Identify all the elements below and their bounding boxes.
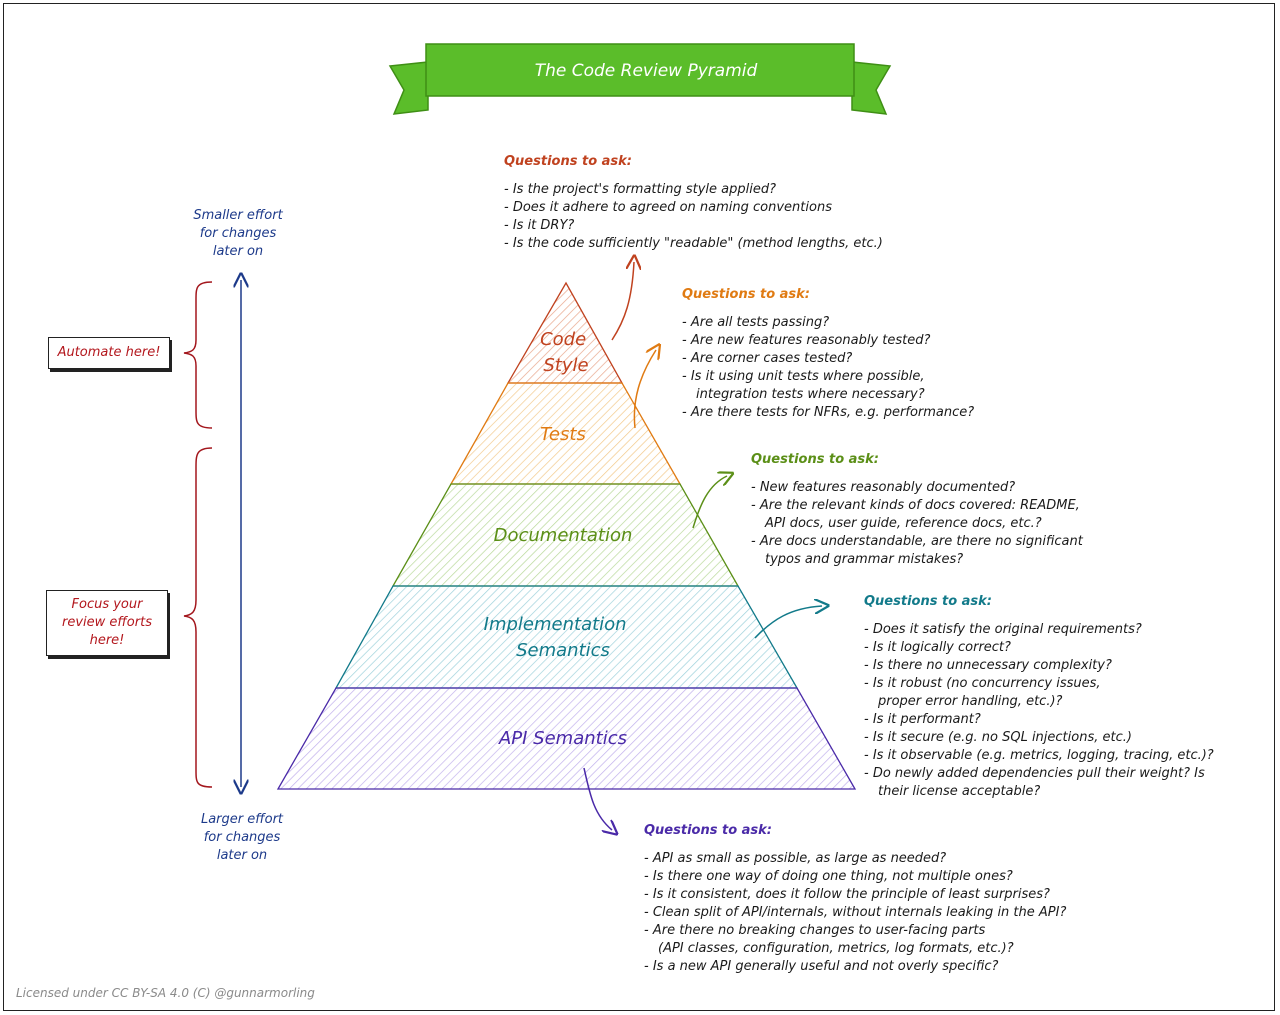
layer-label-code-style: Code Style: [540, 329, 592, 376]
question-item: Clean split of API/internals, without in…: [644, 904, 1164, 922]
questions-title: Questions to ask:: [682, 287, 811, 302]
questions-implementation: Questions to ask: Does it satisfy the or…: [864, 593, 1264, 801]
question-item: Is there one way of doing one thing, not…: [644, 868, 1164, 886]
question-item: Is it robust (no concurrency issues, pro…: [864, 675, 1264, 711]
questions-tests: Questions to ask: Are all tests passing?…: [682, 286, 1102, 422]
arrow-api: [583, 767, 612, 830]
question-item: Is the code sufficiently "readable" (met…: [504, 235, 944, 253]
question-item: Is the project's formatting style applie…: [504, 181, 944, 199]
question-item: Is it consistent, does it follow the pri…: [644, 886, 1164, 904]
question-item: Are there no breaking changes to user-fa…: [644, 922, 1164, 958]
layer-label-implementation: Implementation Semantics: [484, 614, 633, 661]
arrow-documentation: [692, 476, 727, 529]
question-item: Does it adhere to agreed on naming conve…: [504, 199, 944, 217]
questions-title: Questions to ask:: [644, 823, 773, 838]
question-item: Are corner cases tested?: [682, 350, 1102, 368]
layer-label-api: API Semantics: [498, 728, 627, 749]
question-item: Does it satisfy the original requirement…: [864, 621, 1264, 639]
arrow-implementation: [754, 606, 822, 639]
brace-focus: [183, 447, 213, 788]
arrow-tests: [633, 350, 656, 429]
questions-list: Is the project's formatting style applie…: [504, 181, 944, 253]
side-label-smaller-effort: Smaller effort for changes later on: [193, 208, 283, 259]
question-item: Is it performant?: [864, 711, 1264, 729]
questions-documentation: Questions to ask: New features reasonabl…: [751, 451, 1171, 569]
brace-automate: [183, 281, 213, 429]
question-item: Are there tests for NFRs, e.g. performan…: [682, 404, 1102, 422]
layer-label-tests: Tests: [540, 424, 586, 445]
layer-label-implementation-line-1: Implementation: [484, 614, 627, 635]
questions-title: Questions to ask:: [864, 594, 993, 609]
question-item: Is it logically correct?: [864, 639, 1264, 657]
questions-title: Questions to ask:: [751, 452, 880, 467]
diagram-title: The Code Review Pyramid: [535, 61, 758, 81]
arrow-code-style: [611, 262, 634, 341]
question-item: Is it using unit tests where possible, i…: [682, 368, 1102, 404]
layer-implementation: [334, 585, 799, 689]
question-item: Are new features reasonably tested?: [682, 332, 1102, 350]
layer-label-documentation: Documentation: [494, 525, 633, 546]
questions-list: API as small as possible, as large as ne…: [644, 850, 1164, 976]
question-item: Are docs understandable, are there no si…: [751, 533, 1171, 569]
question-item: Do newly added dependencies pull their w…: [864, 765, 1264, 801]
title-banner: The Code Review Pyramid: [388, 43, 892, 115]
layer-label-code-style-line-1: Code: [540, 329, 586, 350]
question-item: Is there no unnecessary complexity?: [864, 657, 1264, 675]
question-item: Is it observable (e.g. metrics, logging,…: [864, 747, 1264, 765]
question-item: Are all tests passing?: [682, 314, 1102, 332]
layer-api: [276, 687, 857, 790]
question-item: Is a new API generally useful and not ov…: [644, 958, 1164, 976]
question-item: New features reasonably documented?: [751, 479, 1171, 497]
questions-list: Are all tests passing?Are new features r…: [682, 314, 1102, 422]
questions-code-style: Questions to ask: Is the project's forma…: [504, 153, 944, 253]
pyramid: [276, 281, 857, 790]
layer-label-implementation-line-2: Semantics: [516, 640, 610, 661]
questions-list: Does it satisfy the original requirement…: [864, 621, 1264, 801]
side-label-larger-effort: Larger effort for changes later on: [200, 812, 284, 863]
license-text: Licensed under CC BY-SA 4.0 (C) @gunnarm…: [16, 986, 315, 1000]
question-item: API as small as possible, as large as ne…: [644, 850, 1164, 868]
question-item: Are the relevant kinds of docs covered: …: [751, 497, 1171, 533]
note-focus-review: Focus your review efforts here!: [46, 590, 168, 656]
note-automate-here: Automate here!: [48, 337, 170, 369]
diagram-frame: [3, 3, 1275, 1011]
questions-title: Questions to ask:: [504, 154, 633, 169]
question-item: Is it secure (e.g. no SQL injections, et…: [864, 729, 1264, 747]
questions-list: New features reasonably documented?Are t…: [751, 479, 1171, 569]
layer-label-code-style-line-2: Style: [543, 355, 588, 376]
questions-api: Questions to ask: API as small as possib…: [644, 822, 1164, 976]
question-item: Is it DRY?: [504, 217, 944, 235]
